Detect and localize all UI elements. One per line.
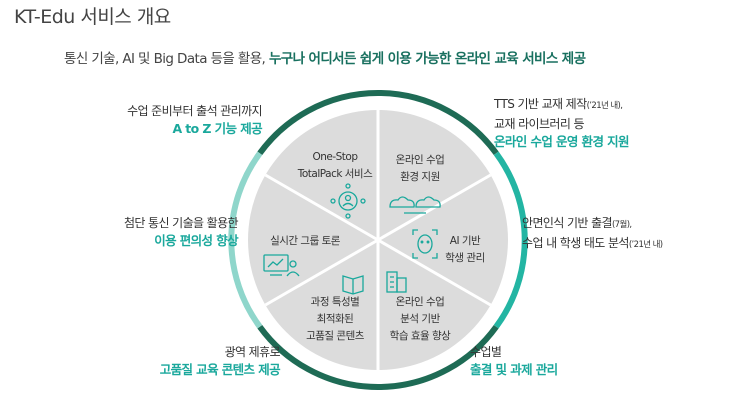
- book-icon: [342, 275, 364, 295]
- segment-bottom-left-line2: 최적화된: [317, 313, 354, 325]
- label-top-right: TTS 기반 교재 제작(’21년 내), 교재 라이브러리 등 온라인 수업 …: [494, 97, 630, 149]
- label-bottom-left: 광역 제휴로 고품질 교육 콘텐츠 제공: [159, 345, 281, 377]
- segment-top-right-line1: 온라인 수업: [396, 153, 445, 166]
- segment-bottom-right-line2: 분석 기반: [400, 313, 440, 325]
- segment-top-left-line1: One-Stop: [312, 151, 358, 163]
- segment-bottom-left-line3: 고품질 콘텐츠: [306, 330, 365, 342]
- segment-bottom-right-line3: 학습 효율 향상: [390, 330, 451, 342]
- segment-right-line1: AI 기반: [450, 235, 481, 247]
- segment-top-left-line2: TotalPack 서비스: [297, 168, 373, 180]
- outer-arc-teal-right: [493, 151, 528, 329]
- label-bottom-right: 수업별 출결 및 과제 관리: [470, 345, 558, 377]
- segment-bottom-right-line1: 온라인 수업: [396, 295, 445, 308]
- segment-right-line2: 학생 관리: [445, 252, 484, 264]
- segment-top-right-line2: 환경 지원: [400, 170, 439, 183]
- label-mid-right: 안면인식 기반 출결(7월), 수업 내 학생 태도 분석(’21년 내): [522, 216, 663, 250]
- page-subtitle: 통신 기술, AI 및 Big Data 등을 활용, 누구나 어디서든 쉽게 …: [64, 47, 586, 67]
- page-title: KT-Edu 서비스 개요: [14, 6, 171, 28]
- subtitle-lead: 통신 기술, AI 및 Big Data 등을 활용,: [64, 51, 266, 67]
- label-top-left: 수업 준비부터 출석 관리까지 A to Z 기능 제공: [127, 104, 263, 136]
- cloud-sync-icon: [389, 196, 441, 214]
- segment-bottom-left-line1: 과정 특성별: [311, 296, 360, 308]
- outer-arc-dark-bottom: [257, 324, 499, 390]
- label-mid-left: 첨단 통신 기술을 활용한 이용 편의성 향상: [123, 216, 239, 248]
- subtitle-highlight: 누구나 어디서든 쉽게 이용 가능한 온라인 교육 서비스 제공: [268, 51, 586, 67]
- network-user-icon: [330, 183, 366, 219]
- outer-arc-light-left: [228, 151, 263, 329]
- building-icon: [386, 271, 407, 293]
- monitor-user-icon: [263, 254, 300, 277]
- segment-left-line1: 실시간 그룹 토론: [270, 235, 341, 247]
- face-scan-icon: [412, 229, 438, 259]
- outer-arc-dark-top: [257, 90, 499, 156]
